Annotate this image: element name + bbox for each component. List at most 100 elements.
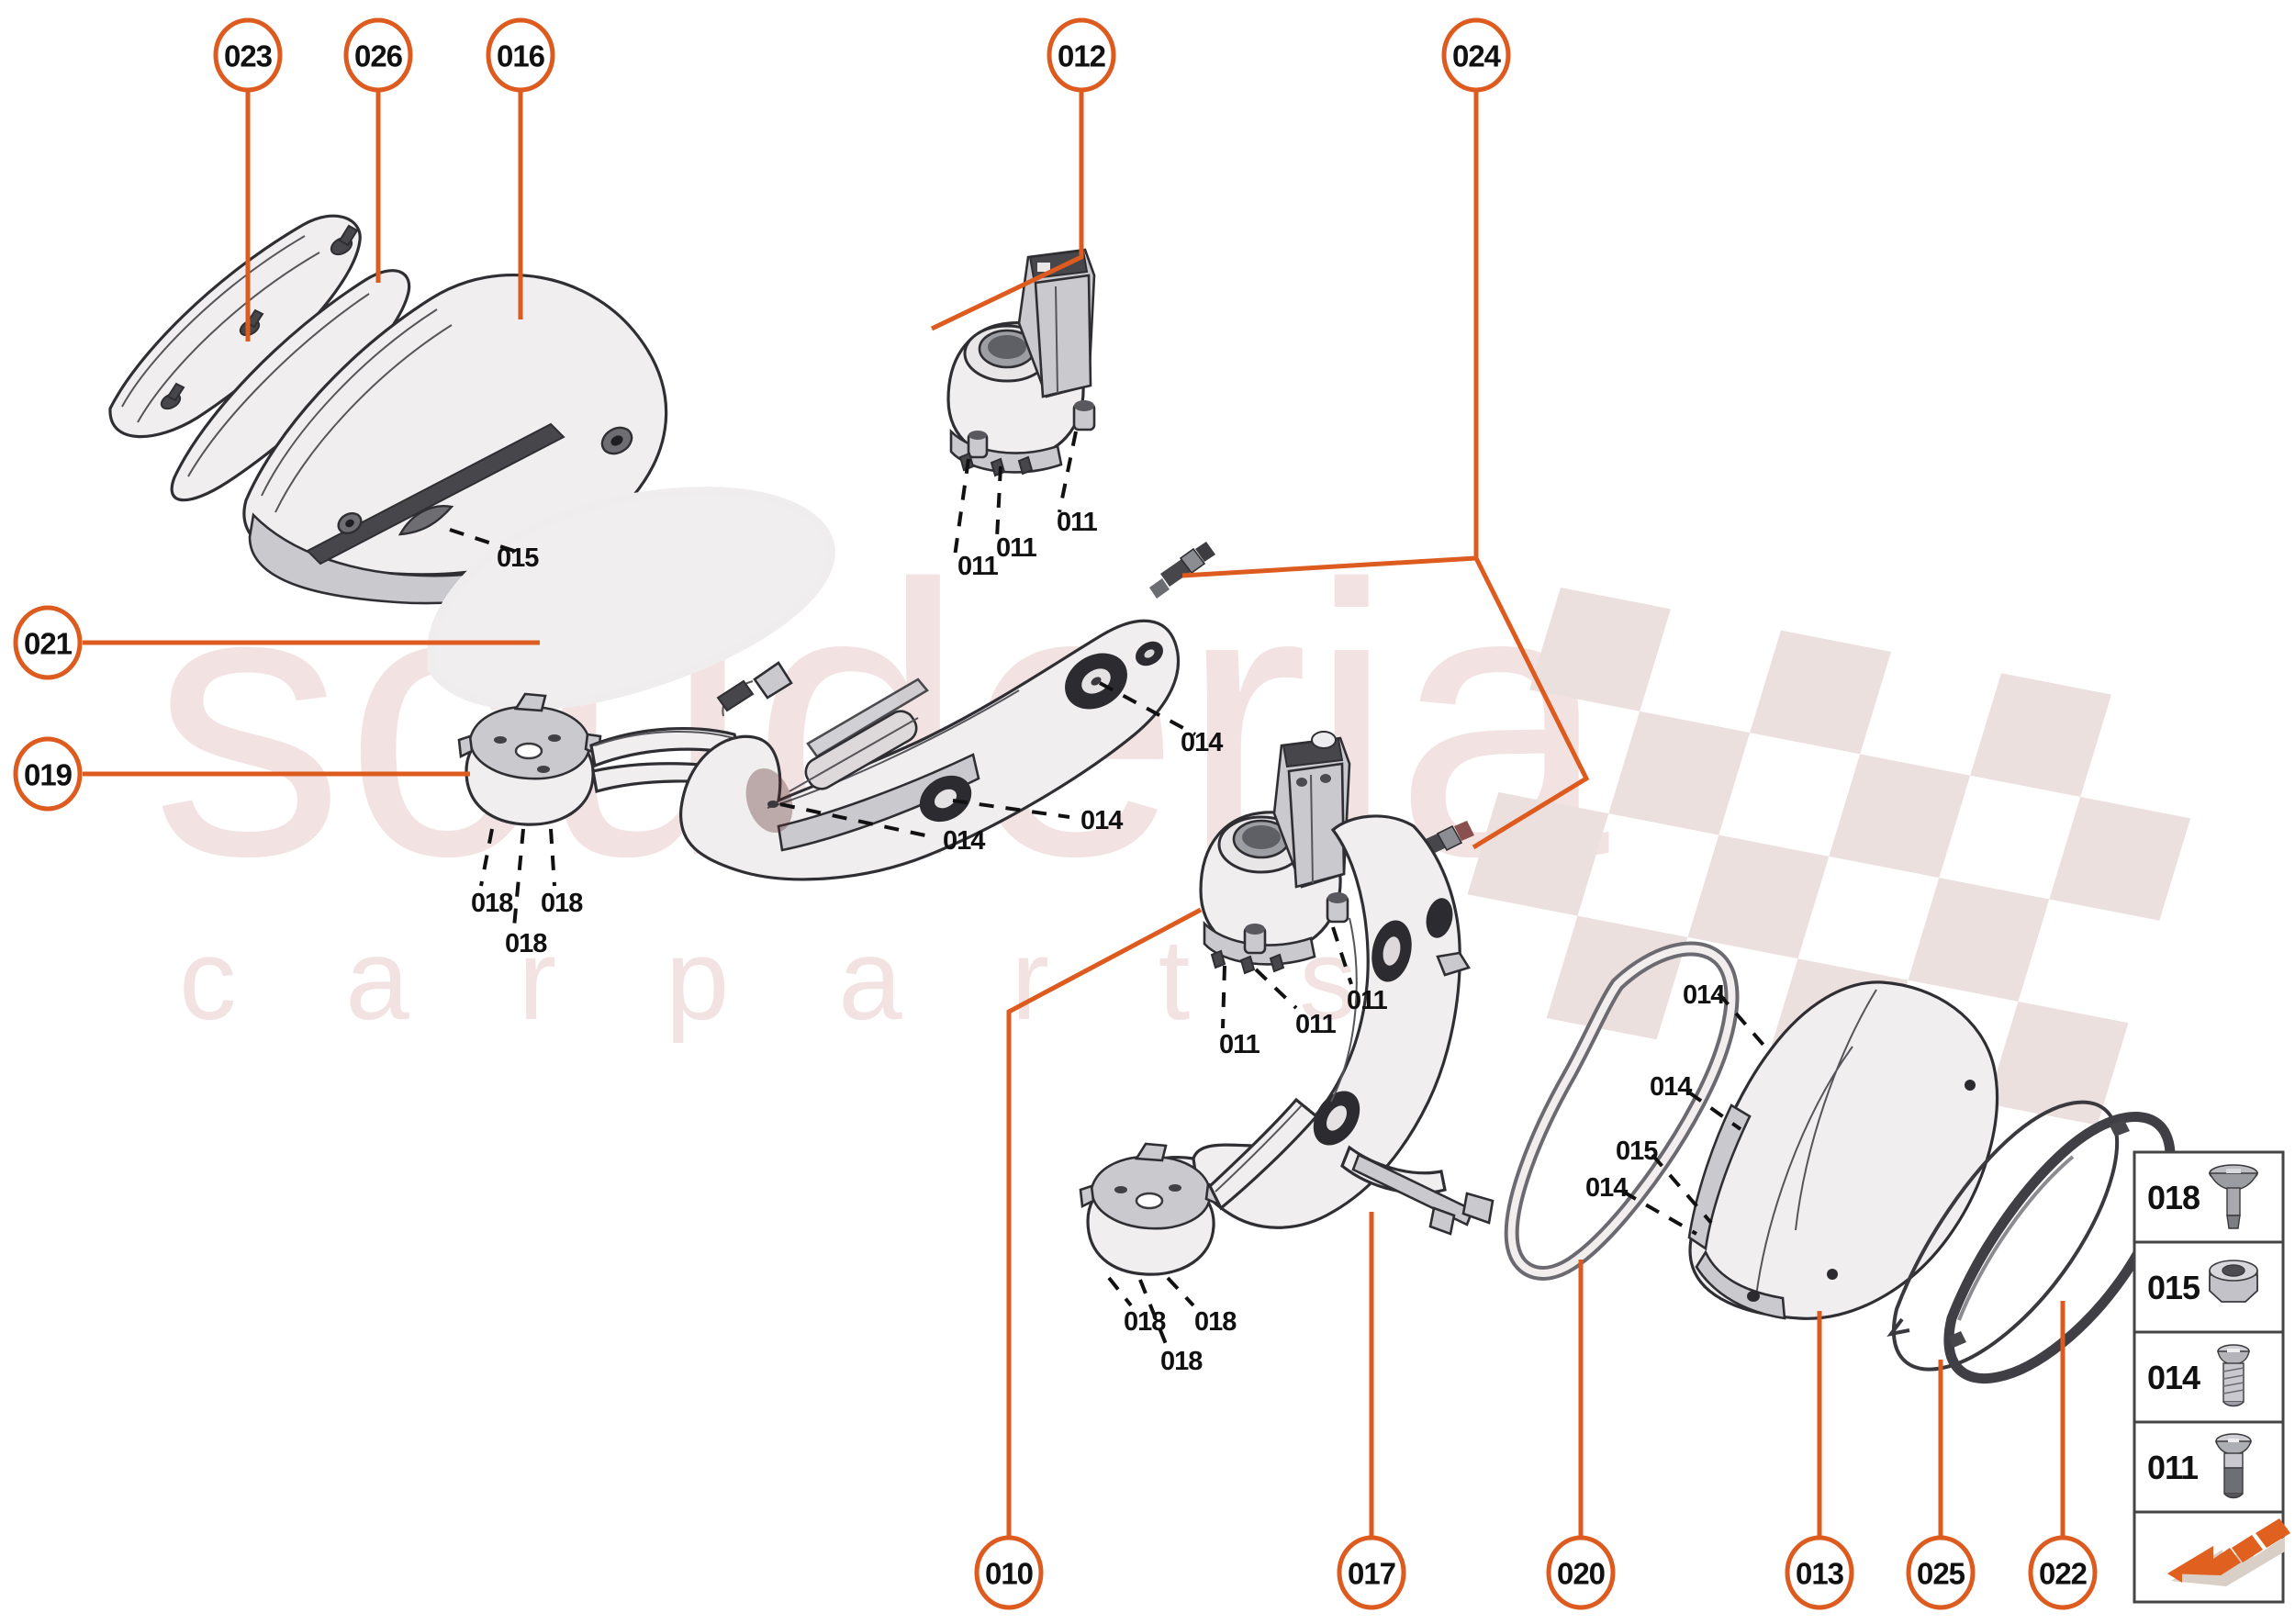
part-010-mirror-adjust-motor-right bbox=[1199, 731, 1351, 975]
part-026-mirror-seal-gasket bbox=[170, 269, 411, 502]
callout-group-bottom[interactable]: 010 017 020 013 025 022 bbox=[974, 1535, 2098, 1610]
legend-label-014: 014 bbox=[2147, 1359, 2200, 1396]
legend-row-015[interactable]: 015 bbox=[2133, 1240, 2285, 1334]
hardware-tag-014-4: 014 bbox=[1181, 728, 1223, 757]
hardware-tag-011-1: 011 bbox=[957, 552, 999, 581]
pan-head-screw-icon bbox=[2217, 1344, 2250, 1407]
hardware-tag-015-0: 015 bbox=[497, 543, 539, 573]
callout-label-022: 022 bbox=[2039, 1557, 2088, 1591]
callout-circle-022[interactable] bbox=[2028, 1535, 2098, 1610]
hardware-dashed-leaders bbox=[449, 431, 1770, 1345]
legend-cell-011[interactable] bbox=[2133, 1420, 2285, 1514]
callout-020[interactable]: 020 bbox=[1546, 1535, 1616, 1610]
callout-010[interactable]: 010 bbox=[974, 1535, 1044, 1610]
hardware-tag-011-2: 011 bbox=[996, 533, 1037, 563]
hardware-tag-011-12: 011 bbox=[1347, 986, 1388, 1015]
part-023-mirror-cover-trim bbox=[108, 214, 362, 439]
legend-cell-014[interactable] bbox=[2133, 1330, 2285, 1424]
part-017-mirror-support-bracket-right bbox=[1079, 814, 1495, 1276]
callout-circle-024[interactable] bbox=[1441, 17, 1511, 93]
callout-label-010: 010 bbox=[985, 1557, 1033, 1591]
callout-group-left[interactable]: 021 019 bbox=[13, 605, 83, 812]
callout-label-023: 023 bbox=[224, 39, 273, 73]
callout-label-025: 025 bbox=[1917, 1557, 1965, 1591]
hardware-tag-014-16: 014 bbox=[1683, 980, 1725, 1010]
callout-label-021: 021 bbox=[24, 627, 73, 661]
hardware-tag-018-7: 018 bbox=[471, 889, 513, 918]
legend-row-018[interactable]: 018 bbox=[2133, 1150, 2285, 1244]
callout-025[interactable]: 025 bbox=[1906, 1535, 1976, 1610]
hardware-tag-015-18: 015 bbox=[1616, 1137, 1658, 1166]
callout-label-016: 016 bbox=[497, 39, 545, 73]
callout-circle-016[interactable] bbox=[486, 17, 555, 93]
callout-021[interactable]: 021 bbox=[13, 605, 83, 680]
leader-lines-left bbox=[83, 640, 540, 777]
callout-label-017: 017 bbox=[1348, 1557, 1395, 1591]
shoulder-bolt-icon bbox=[2215, 1433, 2252, 1499]
callout-circle-026[interactable] bbox=[343, 17, 413, 93]
part-020-mirror-glass-seal-ring bbox=[1504, 941, 1740, 1281]
leader-012 bbox=[930, 90, 1084, 331]
hardware-tag-018-15: 018 bbox=[1160, 1347, 1203, 1376]
callout-circle-021[interactable] bbox=[13, 605, 83, 680]
hardware-tag-011-11: 011 bbox=[1295, 1010, 1337, 1039]
callout-circle-013[interactable] bbox=[1785, 1535, 1854, 1610]
hardware-tag-014-5: 014 bbox=[1080, 806, 1123, 835]
hardware-tag-011-10: 011 bbox=[1219, 1030, 1260, 1059]
callout-circle-010[interactable] bbox=[974, 1535, 1044, 1610]
callout-circle-012[interactable] bbox=[1047, 17, 1116, 93]
watermark-tagline-text: c a r p a r t s bbox=[179, 916, 1395, 1044]
callout-012[interactable]: 012 bbox=[1047, 17, 1116, 93]
hex-flange-nut-icon bbox=[2209, 1260, 2258, 1303]
callout-019[interactable]: 019 bbox=[13, 736, 83, 812]
legend-label-011: 011 bbox=[2147, 1449, 2199, 1486]
flanged-rivet-screw-icon bbox=[2208, 1164, 2259, 1229]
callout-022[interactable]: 022 bbox=[2028, 1535, 2098, 1610]
leader-lines-bottom bbox=[1006, 907, 2066, 1538]
leader-010 bbox=[1006, 907, 1203, 1538]
callout-group-top[interactable]: 023 026 016 012 024 bbox=[213, 17, 1511, 93]
legend-cell-018[interactable] bbox=[2133, 1150, 2285, 1244]
hardware-tag-018-9: 018 bbox=[505, 929, 547, 958]
hardware-tag-011-3: 011 bbox=[1057, 508, 1098, 537]
hardware-tag-018-14: 018 bbox=[1194, 1307, 1237, 1337]
part-016-mirror-housing-upper bbox=[242, 274, 668, 605]
leader-024-lower bbox=[1472, 556, 1590, 850]
callout-label-024: 024 bbox=[1452, 39, 1502, 73]
callout-label-020: 020 bbox=[1557, 1557, 1605, 1591]
legend-cell-015[interactable] bbox=[2133, 1240, 2285, 1334]
callout-024[interactable]: 024 bbox=[1441, 17, 1511, 93]
legend-label-015: 015 bbox=[2147, 1269, 2200, 1306]
legend-row-011[interactable]: 011 bbox=[2133, 1420, 2285, 1514]
callout-013[interactable]: 013 bbox=[1785, 1535, 1854, 1610]
callout-label-019: 019 bbox=[24, 758, 73, 792]
callout-circle-023[interactable] bbox=[213, 17, 283, 93]
scuderia-arrow-logo-icon bbox=[2167, 1518, 2290, 1586]
callout-circle-017[interactable] bbox=[1337, 1535, 1406, 1610]
legend-row-014[interactable]: 014 bbox=[2133, 1330, 2285, 1424]
legend-label-018: 018 bbox=[2147, 1179, 2200, 1216]
callout-circle-019[interactable] bbox=[13, 736, 83, 812]
callout-circle-020[interactable] bbox=[1546, 1535, 1616, 1610]
callout-017[interactable]: 017 bbox=[1337, 1535, 1406, 1610]
part-012-mirror-adjust-motor-left bbox=[946, 248, 1096, 477]
hardware-tag-014-19: 014 bbox=[1585, 1173, 1628, 1203]
legend-row-logo[interactable] bbox=[2133, 1510, 2290, 1604]
callout-016[interactable]: 016 bbox=[486, 17, 555, 93]
legend-table[interactable]: 018 015 014 011 bbox=[2133, 1150, 2290, 1604]
leader-lines-top bbox=[245, 90, 1590, 850]
callout-label-026: 026 bbox=[354, 39, 403, 73]
callout-026[interactable]: 026 bbox=[343, 17, 413, 93]
callout-label-012: 012 bbox=[1058, 39, 1106, 73]
part-017-mirror-support-bracket-upper bbox=[679, 619, 1181, 881]
callout-label-013: 013 bbox=[1796, 1557, 1844, 1591]
hardware-tag-014-17: 014 bbox=[1650, 1072, 1692, 1102]
part-024-mirror-screw-pin-upper bbox=[1149, 542, 1215, 599]
callout-023[interactable]: 023 bbox=[213, 17, 283, 93]
callout-circle-025[interactable] bbox=[1906, 1535, 1976, 1610]
